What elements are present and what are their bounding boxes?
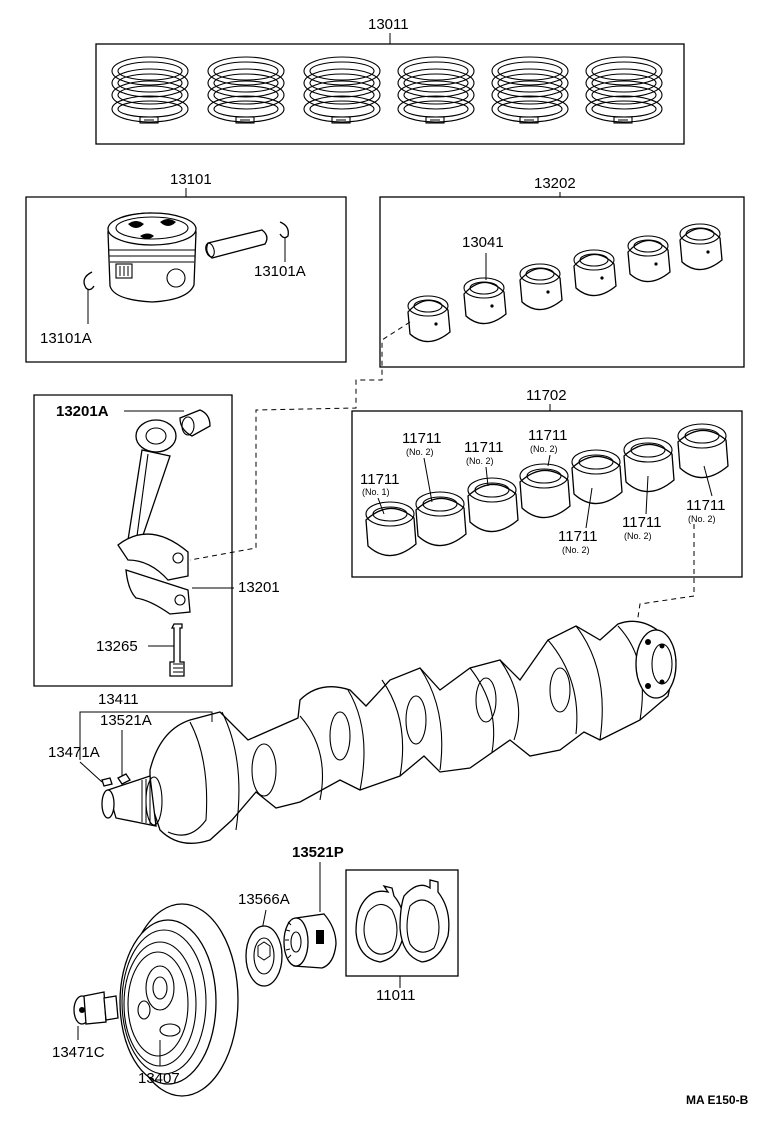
crank-sensor-plate-icon [245,925,283,987]
main-bearing-icon [519,463,571,519]
piston-group: 13101 13101A 13 [25,171,347,363]
crank-gear-icon [283,913,337,969]
piston-box [25,196,347,363]
label-bearing-2: 11711 [402,430,442,447]
main-bearing-box [351,410,743,578]
label-11011: 11011 [376,987,416,1004]
pump-drive-group: 13566A [238,891,290,987]
rod-bearing-icon [679,223,723,271]
piston-ring-icon [303,56,381,124]
connecting-rod-box [33,394,233,687]
rod-bolt-icon [169,623,185,677]
thrust-washer-left-icon [355,884,405,963]
label-bearing-7: 11711 [686,497,726,514]
pulley-bolt-icon [73,991,119,1025]
label-13521A: 13521A [100,712,152,729]
crank-key-small-icon [101,777,113,787]
label-13471C: 13471C [52,1044,105,1061]
rod-bearing-group: 13202 13041 [379,175,745,368]
crank-pulley-group: 13407 [119,903,239,1097]
label-bearing-4: 11711 [528,427,568,444]
rod-bearing-icon [627,235,671,283]
label-13202: 13202 [534,175,576,192]
label-13101A-left: 13101A [40,330,92,347]
rod-bearing-icon [463,277,507,325]
snap-ring-left-icon [83,271,95,291]
label-13471A: 13471A [48,744,100,761]
ring-set-box [95,43,685,145]
piston-ring-icon [585,56,663,124]
label-13407: 13407 [138,1070,180,1087]
main-bearing-icon [365,501,417,557]
label-13011: 13011 [368,16,409,33]
diagram-code: MA E150-B [686,1093,749,1107]
main-bearing-icon [571,449,623,505]
label-13521P: 13521P [292,844,344,861]
label-13566A: 13566A [238,891,290,908]
piston-ring-set-group: 13011 [95,16,685,145]
thrust-washer-box [345,869,459,977]
label-bearing-7-sub: (No. 2) [688,514,716,524]
rod-bearing-icon [519,263,563,311]
thrust-washer-group: 11011 [345,869,459,1004]
connecting-rod-group: 13201A 13201 13265 [33,394,280,687]
pulley-bolt-group: 13471C [52,991,119,1061]
label-bearing-4-sub: (No. 2) [530,444,558,454]
crank-keys-group: 13411 13521A 13471A [48,691,213,787]
label-13041: 13041 [462,234,504,251]
main-bearing-group: 11702 11711 (No. 1) 11711 (No. 2) 11711 … [351,387,743,578]
rod-bearings [407,223,723,343]
label-bearing-6-sub: (No. 2) [624,531,652,541]
thrust-washer-right-icon [399,879,450,963]
rod-bushing-icon [179,409,211,437]
crank-key-icon [117,773,131,785]
label-bearing-1: 11711 [360,471,400,488]
label-13201: 13201 [238,579,280,596]
rod-bearing-box [379,196,745,368]
crankshaft-icon [101,620,677,844]
label-bearing-6: 11711 [622,514,662,531]
piston-ring-icon [111,56,189,124]
snap-ring-right-icon [279,221,289,239]
main-bearing-icon [467,477,519,533]
label-13101A-right: 13101A [254,263,306,280]
piston-rings [111,56,663,124]
label-bearing-5: 11711 [558,528,598,545]
piston-ring-icon [397,56,475,124]
label-bearing-3: 11711 [464,439,504,456]
crank-pulley-icon [119,903,239,1097]
label-bearing-2-sub: (No. 2) [406,447,434,457]
piston-ring-icon [207,56,285,124]
main-bearings [365,423,729,557]
piston-ring-icon [491,56,569,124]
connecting-rod-icon [117,419,191,615]
label-13101: 13101 [170,171,212,188]
label-13265: 13265 [96,638,138,655]
piston-icon [107,212,197,303]
label-bearing-3-sub: (No. 2) [466,456,494,466]
rod-bearing-icon [407,295,451,343]
rod-bearing-icon [573,249,617,297]
main-bearing-icon [677,423,729,479]
label-13201A: 13201A [56,403,109,420]
piston-pin-icon [205,229,268,259]
label-13411: 13411 [98,691,139,708]
label-bearing-5-sub: (No. 2) [562,545,590,555]
label-11702: 11702 [526,387,567,404]
crank-gear-group: 13521P [283,844,344,969]
main-bearing-icon [623,437,675,493]
main-bearing-icon [415,491,467,547]
label-bearing-1-sub: (No. 1) [362,487,390,497]
